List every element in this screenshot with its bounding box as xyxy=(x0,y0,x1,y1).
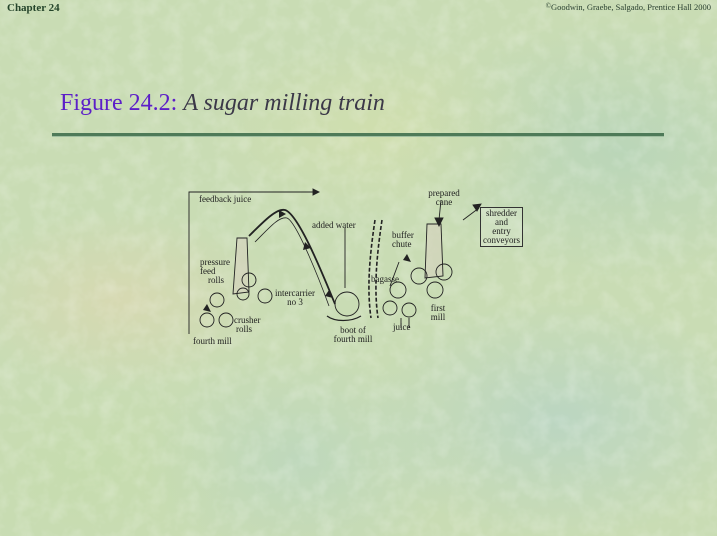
first-mill-pressure-roll xyxy=(435,263,453,281)
figure-caption: A sugar milling train xyxy=(183,90,385,116)
pressure-feed-rolls-label: pressure feed rolls xyxy=(200,258,230,285)
prepared-cane-pipe xyxy=(438,199,442,221)
bagasse-transfer-path-1 xyxy=(368,219,376,319)
fourth-mill-top-roll xyxy=(209,292,225,308)
first-mill-label: first mill xyxy=(431,304,446,322)
feedback-juice-label: feedback juice xyxy=(199,194,252,204)
feedback-juice-arrowhead xyxy=(312,188,321,196)
intercarrier-label: intercarrier no 3 xyxy=(275,289,315,307)
juice-label: juice xyxy=(393,322,411,332)
crusher-roll xyxy=(257,288,273,304)
flow-arrow-4 xyxy=(203,304,211,312)
flow-arrow-1 xyxy=(279,210,286,218)
prepared-cane-arrowhead xyxy=(434,217,444,228)
first-mill-chute xyxy=(424,223,444,279)
first-mill-bottom-roll-1 xyxy=(382,300,398,316)
shredder-line-4: conveyors xyxy=(483,235,520,245)
copyright-notice: ©Goodwin, Graebe, Salgado, Prentice Hall… xyxy=(546,2,711,12)
slide-title: Figure 24.2: A sugar milling train xyxy=(60,90,385,117)
flow-arrow-2 xyxy=(303,242,311,250)
chapter-label: Chapter 24 xyxy=(7,2,60,14)
copyright-symbol: © xyxy=(545,2,551,10)
bagasse-label: bagasse xyxy=(371,274,399,284)
intercarrier-line-1: intercarrier xyxy=(275,288,315,298)
bagasse-transfer-path-2 xyxy=(375,219,383,319)
crusher-line-2: rolls xyxy=(236,324,253,334)
pressure-feed-line-1: pressure xyxy=(200,257,230,267)
figure-number: Figure 24.2: xyxy=(60,90,178,116)
first-mill-bottom-roll-2 xyxy=(401,302,417,318)
boot-roll xyxy=(334,291,360,317)
feedback-juice-line xyxy=(188,191,313,334)
boot-line-1: boot of xyxy=(340,325,366,335)
flow-arrow-5 xyxy=(403,254,411,262)
bagasse-pointer xyxy=(389,261,400,287)
shredder-line-2: and xyxy=(495,217,508,227)
added-water-label: added water xyxy=(312,220,356,230)
crusher-rolls-label: crusher rolls xyxy=(234,316,261,334)
pressure-feed-line-3: rolls xyxy=(208,275,225,285)
first-mill-feed-roll xyxy=(389,281,407,299)
boot-of-fourth-mill-label: boot of fourth mill xyxy=(334,326,373,344)
fourth-mill-feed-roll xyxy=(199,312,215,328)
shredder-line-1: shredder xyxy=(486,208,517,218)
title-divider xyxy=(52,133,664,136)
fourth-mill-discharge-roll xyxy=(218,312,234,328)
shredder-arrowhead xyxy=(472,203,482,212)
prepared-cane-line-1: prepared xyxy=(428,188,460,198)
first-mill-top-roll xyxy=(410,267,428,285)
sugar-mill-diagram: feedback juice added water prepared cane… xyxy=(185,180,545,352)
pressure-feed-roll-upper xyxy=(241,272,257,288)
mill-train-drawing xyxy=(188,188,482,334)
crusher-line-1: crusher xyxy=(234,315,261,325)
copyright-text: Goodwin, Graebe, Salgado, Prentice Hall … xyxy=(550,2,711,12)
buffer-chute-label: buffer chute xyxy=(392,231,414,249)
boot-line-2: fourth mill xyxy=(333,334,373,344)
fourth-mill-label: fourth mill xyxy=(193,336,232,346)
first-mill-discharge-roll xyxy=(426,281,444,299)
intercarrier-conveyor-return xyxy=(254,217,330,307)
first-mill-line-2: mill xyxy=(430,312,446,322)
pressure-feed-roll-lower xyxy=(236,287,250,301)
prepared-cane-label: prepared cane xyxy=(428,189,459,207)
intercarrier-line-2: no 3 xyxy=(287,297,303,307)
buffer-chute-line-2: chute xyxy=(392,239,412,249)
fourth-mill-chute xyxy=(232,237,250,295)
boot-conveyor xyxy=(326,315,362,322)
shredder-line-3: entry xyxy=(492,226,511,236)
intercarrier-conveyor xyxy=(248,208,336,305)
buffer-chute-line-1: buffer xyxy=(392,230,414,240)
pressure-feed-line-2: feed xyxy=(200,266,216,276)
first-mill-line-1: first xyxy=(430,303,446,313)
prepared-cane-line-2: cane xyxy=(435,197,453,207)
flow-arrow-3 xyxy=(325,290,333,298)
shredder-box: shredder and entry conveyors xyxy=(480,207,523,247)
